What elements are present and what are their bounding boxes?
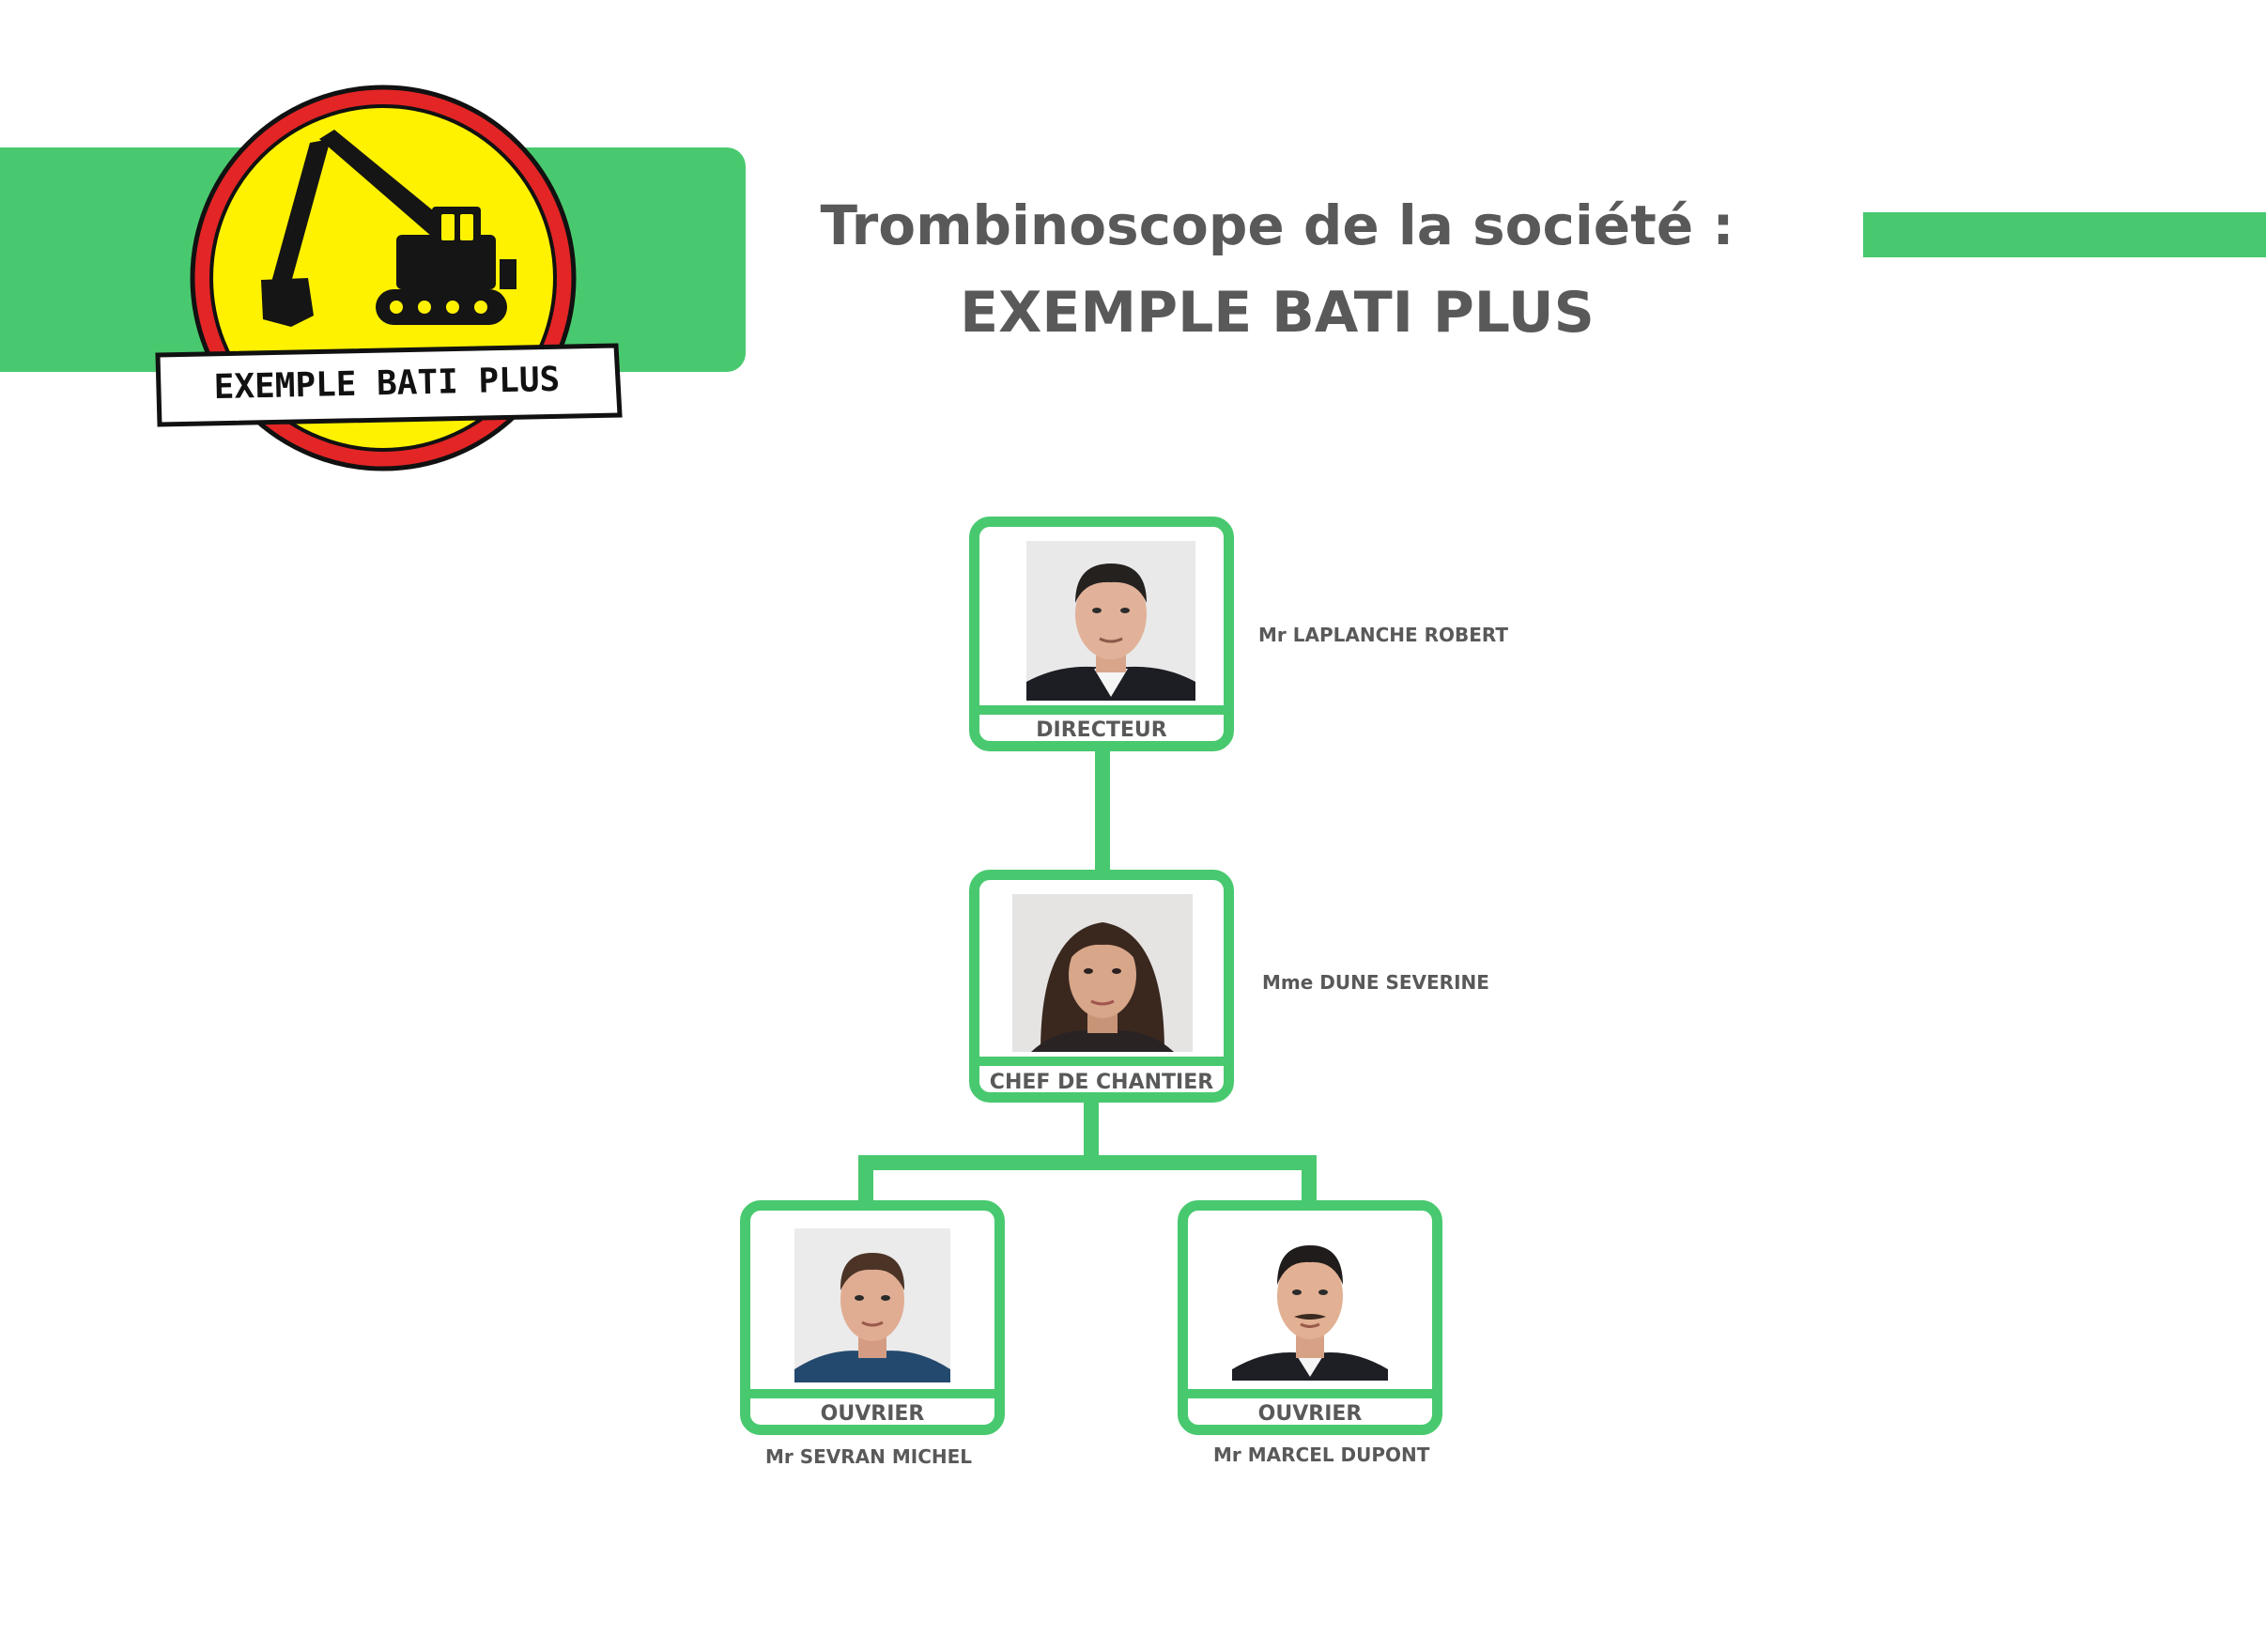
header-green-band-right bbox=[1863, 212, 2266, 257]
name-worker-2: Mr MARCEL DUPONT bbox=[1213, 1444, 1430, 1466]
card-site-manager: CHEF DE CHANTIER bbox=[969, 870, 1234, 1103]
card-divider bbox=[979, 705, 1224, 715]
role-label-worker-1: OUVRIER bbox=[820, 1402, 925, 1426]
card-divider bbox=[750, 1389, 994, 1398]
page-title-line2: EXEMPLE BATI PLUS bbox=[960, 280, 1595, 346]
page-title-line1: Trombinoscope de la société : bbox=[820, 193, 1734, 257]
photo-site-manager bbox=[979, 880, 1224, 1057]
avatar-director bbox=[1026, 541, 1195, 701]
avatar-site-manager bbox=[1012, 894, 1193, 1052]
role-label-site-manager: CHEF DE CHANTIER bbox=[989, 1071, 1214, 1094]
card-divider bbox=[1188, 1389, 1432, 1398]
name-worker-1: Mr SEVRAN MICHEL bbox=[765, 1445, 973, 1468]
logo-text: EXEMPLE BATI PLUS bbox=[213, 361, 560, 407]
card-divider bbox=[979, 1057, 1224, 1066]
role-label-director: DIRECTEUR bbox=[1036, 718, 1167, 742]
avatar-worker-2 bbox=[1232, 1225, 1388, 1381]
photo-director bbox=[979, 527, 1224, 705]
photo-worker-2 bbox=[1188, 1211, 1432, 1389]
photo-worker-1 bbox=[750, 1211, 994, 1389]
role-label-worker-2: OUVRIER bbox=[1257, 1402, 1363, 1426]
avatar-worker-1 bbox=[794, 1228, 950, 1382]
logo-graphic: EXEMPLE BATI PLUS bbox=[155, 85, 623, 471]
company-logo: EXEMPLE BATI PLUS bbox=[150, 85, 629, 479]
name-director: Mr LAPLANCHE ROBERT bbox=[1258, 624, 1509, 646]
card-director: DIRECTEUR bbox=[969, 517, 1234, 751]
card-worker-1: OUVRIER bbox=[740, 1200, 1005, 1435]
name-site-manager: Mme DUNE SEVERINE bbox=[1262, 971, 1489, 994]
card-worker-2: OUVRIER bbox=[1178, 1200, 1442, 1435]
